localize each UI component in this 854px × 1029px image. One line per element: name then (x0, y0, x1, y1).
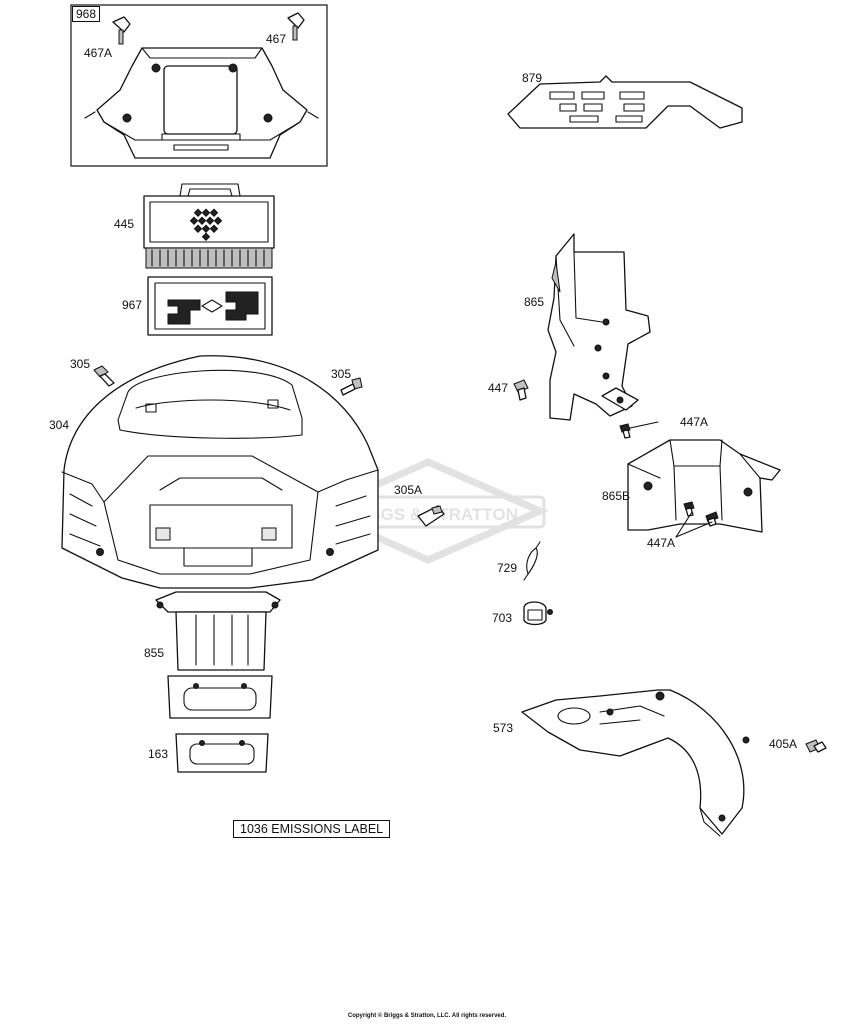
emissions-label-box: 1036 EMISSIONS LABEL (233, 820, 391, 838)
label-855: 855 (144, 646, 165, 660)
leader-lines (629, 421, 713, 538)
air-cleaner-cover-968 (84, 47, 319, 159)
label-967: 967 (122, 298, 143, 312)
label-405A: 405A (769, 737, 798, 751)
label-467: 467 (266, 32, 287, 46)
pre-cleaner-967 (147, 276, 273, 336)
plate-879 (507, 75, 743, 129)
label-305-right: 305 (331, 367, 352, 381)
screw-447A-top (619, 423, 631, 439)
label-467A-top: 467A (84, 46, 113, 60)
spring-729 (523, 541, 541, 581)
screw-447 (513, 379, 529, 401)
bracket-865 (547, 233, 651, 421)
air-filter-445 (143, 183, 275, 269)
label-447: 447 (488, 381, 509, 395)
screw-305-left (93, 365, 115, 387)
label-968: 968 (72, 6, 101, 22)
label-729: 729 (497, 561, 518, 575)
label-573: 573 (493, 721, 514, 735)
clamp-703 (523, 601, 553, 626)
label-305A: 305A (394, 483, 423, 497)
gasket-163 (175, 733, 269, 773)
screw-305-right (340, 377, 363, 396)
label-445: 445 (114, 217, 135, 231)
bracket-865B (627, 439, 781, 533)
assembly-968-box (70, 4, 328, 167)
knob-467 (287, 12, 305, 41)
knob-467A (112, 16, 131, 45)
blower-housing-304 (61, 355, 379, 589)
label-447A-bottom: 447A (647, 536, 676, 550)
label-865: 865 (524, 295, 545, 309)
label-304: 304 (49, 418, 70, 432)
label-865B: 865B (602, 489, 631, 503)
label-703: 703 (492, 611, 513, 625)
copyright-notice: Copyright © Briggs & Stratton, LLC. All … (347, 1013, 507, 1019)
screw-405A (805, 739, 827, 753)
label-305-left: 305 (70, 357, 91, 371)
air-guide-573 (521, 689, 750, 837)
pin-305A (417, 505, 445, 527)
label-879: 879 (522, 71, 543, 85)
label-447A-top: 447A (680, 415, 709, 429)
label-163: 163 (148, 747, 169, 761)
adapter-855 (155, 591, 281, 719)
